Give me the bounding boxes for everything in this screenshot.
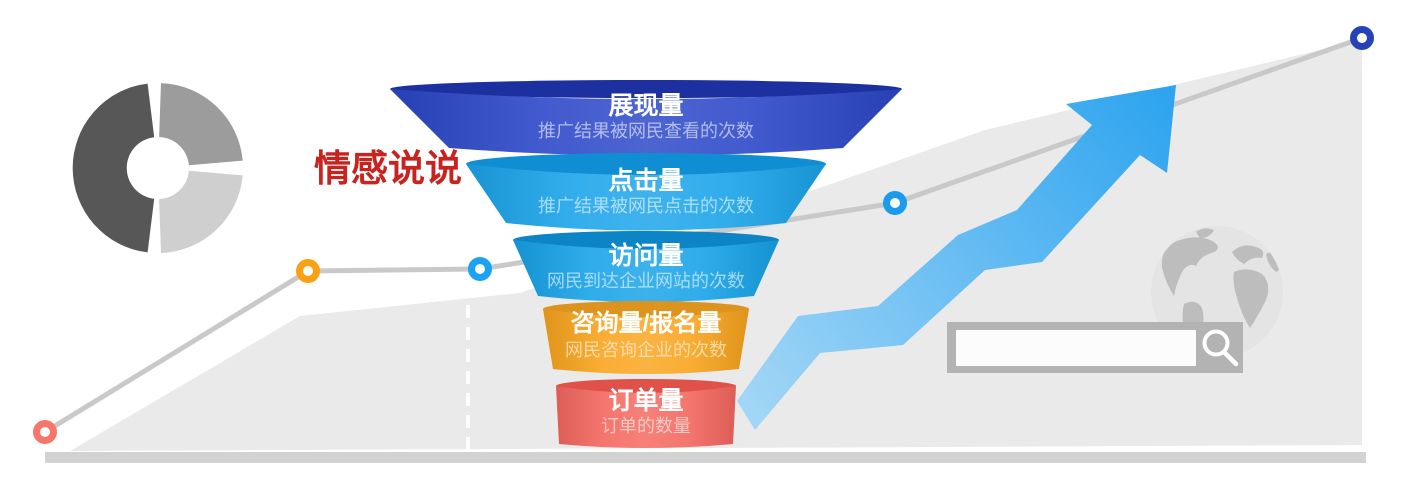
funnel-stage-3 <box>513 231 779 302</box>
trend-dot <box>296 259 320 283</box>
trend-dot <box>883 191 907 215</box>
trend-dots <box>33 26 1374 444</box>
baseline-bar <box>45 452 1366 463</box>
magnifier-icon[interactable] <box>1202 329 1239 367</box>
trend-dot <box>468 257 492 281</box>
donut-pie-icon <box>72 83 243 253</box>
search-input[interactable] <box>956 330 1196 366</box>
trend-dot-start <box>33 420 57 444</box>
funnel-stage-1 <box>390 80 902 156</box>
zigzag-up-arrow-icon <box>737 85 1176 430</box>
funnel-stage-4 <box>543 301 749 374</box>
funnel-stage-2 <box>466 153 826 231</box>
search-box[interactable] <box>947 322 1243 373</box>
funnel-stage-5 <box>556 379 736 448</box>
trend-dot-peak <box>1350 26 1374 50</box>
